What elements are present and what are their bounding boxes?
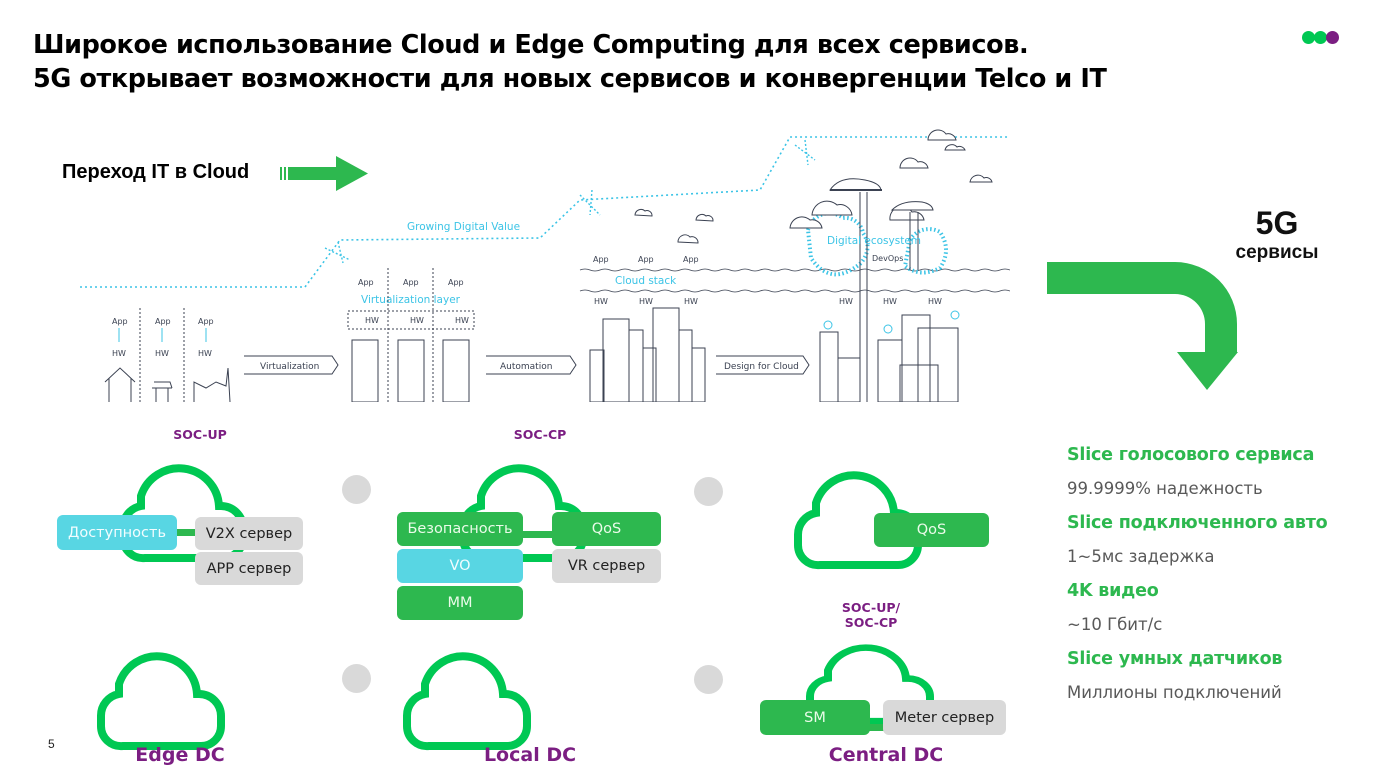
sm-box: SM [760,700,870,735]
service-item: Slice голосового сервиса 99.9999% надежн… [1067,443,1377,501]
stage-digital-ecosystem: Digital ecosystem DevOps HW HW HW [789,129,993,402]
title-line-1: Широкое использование Cloud и Edge Compu… [33,30,1029,60]
cloud-icon [401,632,541,752]
vr-server-box: VR сервер [552,549,661,583]
service-item: Slice умных датчиков Миллионы подключени… [1067,647,1377,705]
service-item: Slice подключенного авто 1~5мс задержка [1067,511,1377,569]
spark-icon [324,241,351,264]
transition-label: Переход IT в Cloud [62,161,250,183]
service-value: 99.9999% надежность [1067,479,1263,498]
v2x-server-box: V2X сервер [195,517,303,550]
svg-text:Automation: Automation [500,362,552,372]
svg-text:HW: HW [928,297,942,306]
5g-bend-arrow-icon [1047,262,1238,390]
svg-text:App: App [638,255,654,264]
svg-text:App: App [155,317,171,326]
step-arrow-automation: Automation [486,355,577,375]
page-number: 5 [48,737,55,751]
svg-text:App: App [683,255,699,264]
step-arrow-design-for-cloud: Design for Cloud [716,355,810,375]
spark-icon [579,189,601,216]
svg-text:DevOps: DevOps [872,254,903,263]
svg-text:Digital ecosystem: Digital ecosystem [827,235,921,247]
svg-text:Virtualization layer: Virtualization layer [361,294,461,306]
service-name: Slice голосового сервиса [1067,445,1315,465]
app-server-box: APP сервер [195,552,303,585]
5g-services-heading: 5G сервисы [1222,205,1332,265]
soc-up-label: SOC-UP [173,427,227,442]
svg-text:HW: HW [684,297,698,306]
brand-logo [1302,31,1339,44]
svg-text:HW: HW [639,297,653,306]
service-value: 1~5мс задержка [1067,547,1215,566]
separator-dot [694,477,723,506]
separator-dot [694,665,723,694]
5g-subtitle: сервисы [1235,242,1319,263]
logo-dot-purple [1326,31,1339,44]
cloud-icon [95,632,235,752]
svg-text:HW: HW [410,316,424,325]
svg-text:App: App [403,278,419,287]
service-value: ~10 Гбит/с [1067,615,1163,634]
svg-text:App: App [198,317,214,326]
service-value: Миллионы подключений [1067,683,1282,702]
services-list: Slice голосового сервиса 99.9999% надежн… [1067,443,1377,715]
svg-text:Virtualization: Virtualization [260,362,319,372]
stage-cloud-stack: App App App Cloud stack HW HW HW [579,208,1010,402]
step-arrow-virtualization: Virtualization [244,355,339,375]
svg-text:App: App [593,255,609,264]
soc-up-cp-label: SOC-UP/ SOC-CP [826,600,916,630]
soc-label-line-2: SOC-CP [844,615,898,630]
service-name: Slice умных датчиков [1067,649,1283,669]
svg-text:HW: HW [455,316,469,325]
connector-line [520,531,560,538]
connector-line [860,724,890,731]
svg-text:HW: HW [365,316,379,325]
qos-box: QoS [552,512,661,546]
separator-dot [342,664,371,693]
svg-text:HW: HW [883,297,897,306]
svg-text:Cloud stack: Cloud stack [615,275,677,287]
stage-virtualization: App App App Virtualization layer HW HW H… [347,268,475,402]
svg-text:HW: HW [594,297,608,306]
svg-text:App: App [448,278,464,287]
svg-text:HW: HW [839,297,853,306]
growing-value-line [80,136,1010,288]
service-name: Slice подключенного авто [1067,513,1328,533]
logo-dot-green-1 [1302,31,1315,44]
security-box: Безопасность [397,512,523,546]
title-line-2: 5G открывает возможности для новых серви… [33,64,1107,94]
separator-dot [342,475,371,504]
5g-title: 5G [1255,205,1299,241]
soc-label-line-1: SOC-UP/ [841,600,901,615]
vo-box: VO [397,549,523,583]
meter-server-box: Meter сервер [883,700,1006,735]
mm-box: MM [397,586,523,620]
svg-text:App: App [112,317,128,326]
right-arrow-icon [280,156,368,191]
availability-box: Доступность [57,515,177,550]
edge-dc-label: Edge DC [135,744,225,766]
spark-icon [794,139,816,166]
svg-text:Design for Cloud: Design for Cloud [724,362,799,372]
service-item: 4K видео ~10 Гбит/с [1067,579,1377,637]
soc-cp-label: SOC-CP [513,427,567,442]
logo-dot-green-2 [1314,31,1327,44]
connector-line [170,529,200,536]
svg-text:HW: HW [112,349,126,358]
svg-text:HW: HW [198,349,212,358]
svg-text:HW: HW [155,349,169,358]
qos-box: QoS [874,513,989,547]
cloud-evolution-illustration: Growing Digital Value App App App HW HW … [80,129,1010,402]
growing-value-label: Growing Digital Value [407,221,520,233]
slide-title: Широкое использование Cloud и Edge Compu… [33,28,1107,96]
central-dc-label: Central DC [828,744,944,766]
stage-legacy: App App App HW HW HW [104,308,231,402]
local-dc-label: Local DC [483,744,577,766]
service-name: 4K видео [1067,581,1159,601]
svg-text:App: App [358,278,374,287]
